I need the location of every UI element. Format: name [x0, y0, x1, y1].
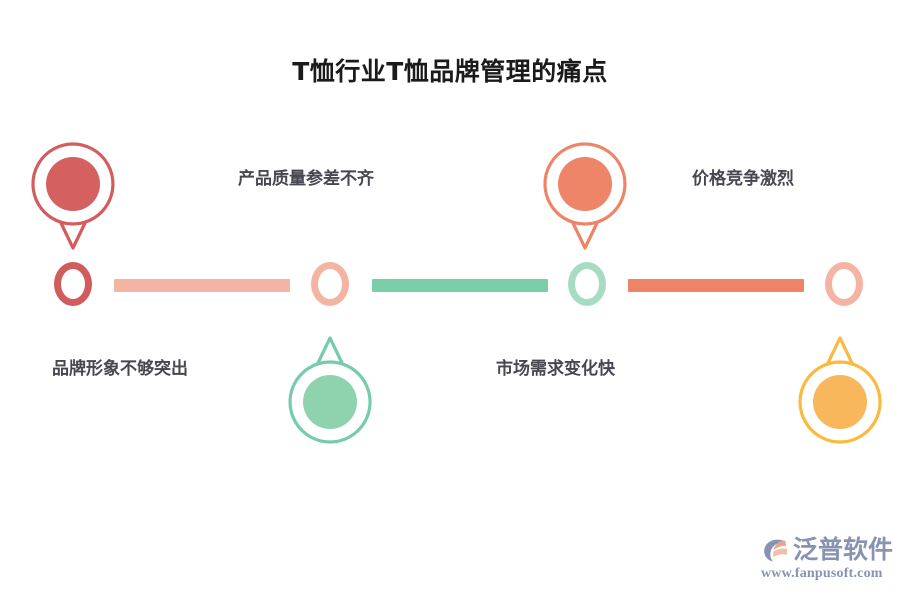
label-brand-image: 品牌形象不够突出	[52, 359, 188, 379]
timeline-bar-2	[372, 279, 548, 292]
label-price-competition: 价格竞争激烈	[692, 169, 794, 189]
pin-marker-brand[interactable]	[282, 334, 378, 446]
label-product-quality: 产品质量参差不齐	[238, 169, 374, 189]
brand-logo[interactable]: 泛普软件 www.fanpusoft.com	[757, 533, 897, 585]
pin-marker-price[interactable]	[537, 140, 633, 252]
timeline-node-3[interactable]	[568, 262, 606, 306]
pin-marker-market[interactable]	[792, 334, 888, 446]
label-market-demand: 市场需求变化快	[496, 359, 615, 379]
logo-row: 泛普软件	[757, 533, 897, 567]
pin-marker-quality[interactable]	[25, 140, 121, 252]
timeline-node-4[interactable]	[825, 262, 863, 306]
timeline-node-1[interactable]	[54, 262, 92, 306]
timeline-axis	[0, 262, 900, 308]
page-title: T恤行业T恤品牌管理的痛点	[292, 57, 608, 86]
timeline-node-2[interactable]	[311, 262, 349, 306]
logo-brand-name: 泛普软件	[793, 535, 894, 564]
logo-url: www.fanpusoft.com	[761, 566, 883, 581]
fanpu-logo-icon	[757, 535, 791, 565]
timeline-bar-1	[114, 279, 290, 292]
timeline-bar-3	[628, 279, 804, 292]
